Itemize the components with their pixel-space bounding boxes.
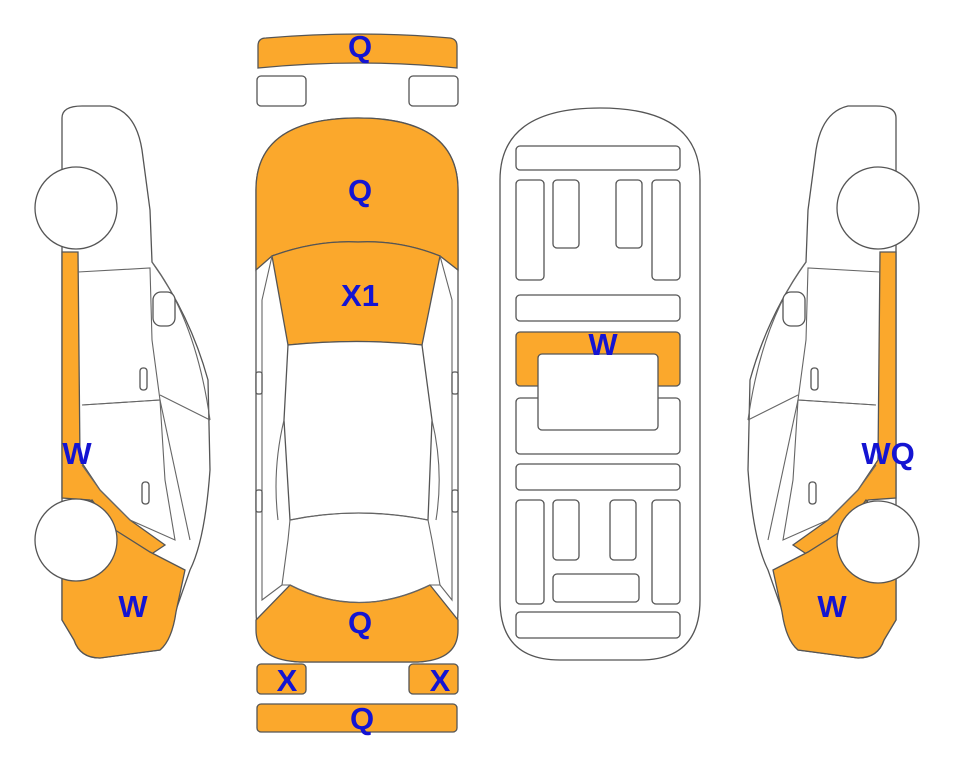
label-left-rear-lamp: X: [277, 663, 298, 698]
right-side-view: [747, 105, 920, 659]
label-windshield: X1: [341, 278, 379, 313]
label-right-rear-lamp: X: [430, 663, 451, 698]
left-headlamp: [256, 75, 307, 107]
right-rear-lamp: [408, 663, 459, 695]
front-bumper: [257, 33, 458, 69]
label-floor-panel: W: [588, 327, 618, 362]
left-rear-wheel: [34, 498, 118, 582]
label-right-side-sill: WQ: [861, 436, 914, 471]
rear-bumper: [256, 703, 458, 733]
left-rear-lamp: [256, 663, 307, 695]
right-headlamp: [408, 75, 459, 107]
label-front-bumper: Q: [348, 29, 372, 64]
underbody-view: [499, 107, 701, 661]
left-side-view: [34, 105, 211, 659]
label-right-rear-quarter: W: [817, 589, 847, 624]
damage-labels: Q Q X1 Q X X Q W W W WQ W: [62, 29, 914, 736]
right-front-wheel: [836, 166, 920, 250]
right-side-sill: [791, 251, 897, 556]
label-left-rear-quarter: W: [118, 589, 148, 624]
label-hood: Q: [348, 173, 372, 208]
label-left-side-sill: W: [62, 436, 92, 471]
top-view: [255, 33, 459, 733]
label-rear-bumper: Q: [350, 701, 374, 736]
label-trunk: Q: [348, 605, 372, 640]
left-front-wheel: [34, 166, 118, 250]
right-rear-wheel: [836, 500, 920, 584]
